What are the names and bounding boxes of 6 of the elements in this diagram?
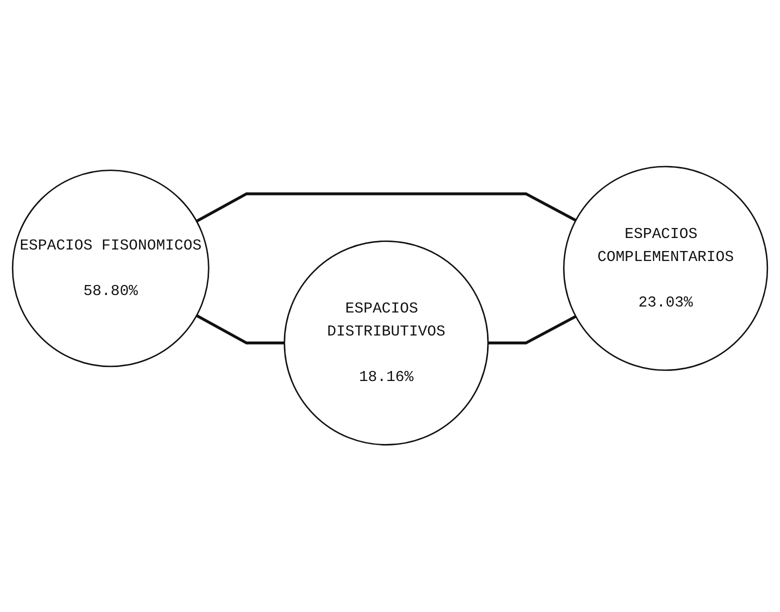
node-circle: ESPACIOS COMPLEMENTARIOS 23.03% <box>563 166 768 372</box>
connector <box>196 192 576 223</box>
connector <box>488 315 576 345</box>
node-circle: ESPACIOS FISONOMICOS 58.80% <box>12 170 210 368</box>
node-circle: ESPACIOS DISTRIBUTIVOS 18.16% <box>284 240 489 446</box>
connector <box>196 314 284 345</box>
